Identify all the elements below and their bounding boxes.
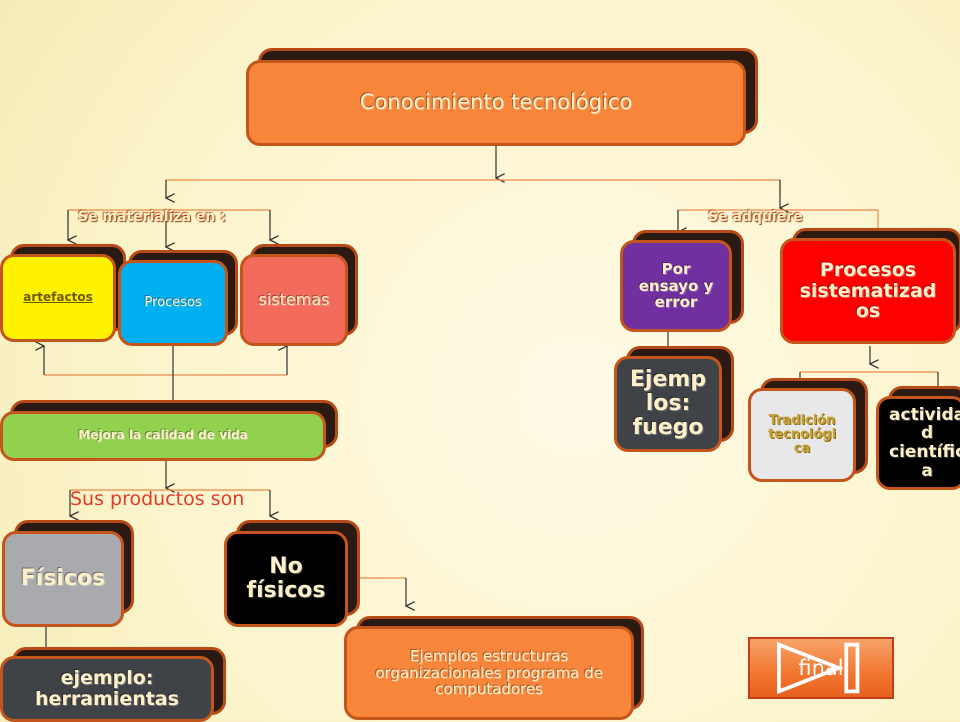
fisicos-node: Físicos — [2, 531, 124, 627]
procesos-node-label: Procesos — [144, 294, 202, 310]
sus-productos-label: Sus productos son — [70, 488, 245, 510]
estructuras-node: Ejemplos estructuras organizacionales pr… — [344, 626, 634, 720]
ensayo-node-label: Por ensayo y error — [638, 260, 714, 312]
fisicos-node-label: Físicos — [20, 565, 106, 591]
sistematizados-node-label: Procesos sistematizad os — [799, 258, 937, 323]
no-fisicos-node: No físicos — [224, 531, 348, 627]
sistemas-node-label: sistemas — [258, 290, 330, 310]
adquiere-label: Se adquiere — [708, 209, 803, 225]
materializa-label: Se materializa en : — [78, 209, 226, 225]
skip-to-end-icon — [777, 641, 860, 695]
mejora-node: Mejora la calidad de vida — [0, 411, 326, 461]
ensayo-node: Por ensayo y error — [620, 240, 732, 332]
artefactos-node: artefactos — [0, 254, 116, 342]
final-button[interactable]: final — [748, 637, 894, 699]
herramientas-node: ejemplo: herramientas — [0, 656, 214, 722]
cientifica-node: activida d científic a — [876, 396, 960, 490]
root-node: Conocimiento tecnológico — [246, 60, 746, 146]
artefactos-node-label: artefactos — [23, 290, 93, 305]
final-button-label: final — [798, 656, 844, 680]
tradicion-node-label: Tradición tecnológi ca — [767, 412, 837, 457]
no-fisicos-node-label: No físicos — [246, 553, 326, 603]
sistemas-node: sistemas — [240, 254, 348, 346]
procesos-node: Procesos — [118, 260, 228, 346]
fuego-node: Ejemp los: fuego — [614, 356, 722, 452]
mejora-node-label: Mejora la calidad de vida — [78, 428, 248, 443]
sistematizados-node: Procesos sistematizad os — [780, 238, 956, 344]
tradicion-node: Tradición tecnológi ca — [748, 388, 856, 482]
herramientas-node-label: ejemplo: herramientas — [35, 667, 179, 710]
estructuras-node-label: Ejemplos estructuras organizacionales pr… — [375, 647, 603, 699]
cientifica-node-label: activida d científic a — [889, 404, 960, 481]
fuego-node-label: Ejemp los: fuego — [629, 366, 707, 441]
root-node-label: Conocimiento tecnológico — [359, 90, 633, 115]
